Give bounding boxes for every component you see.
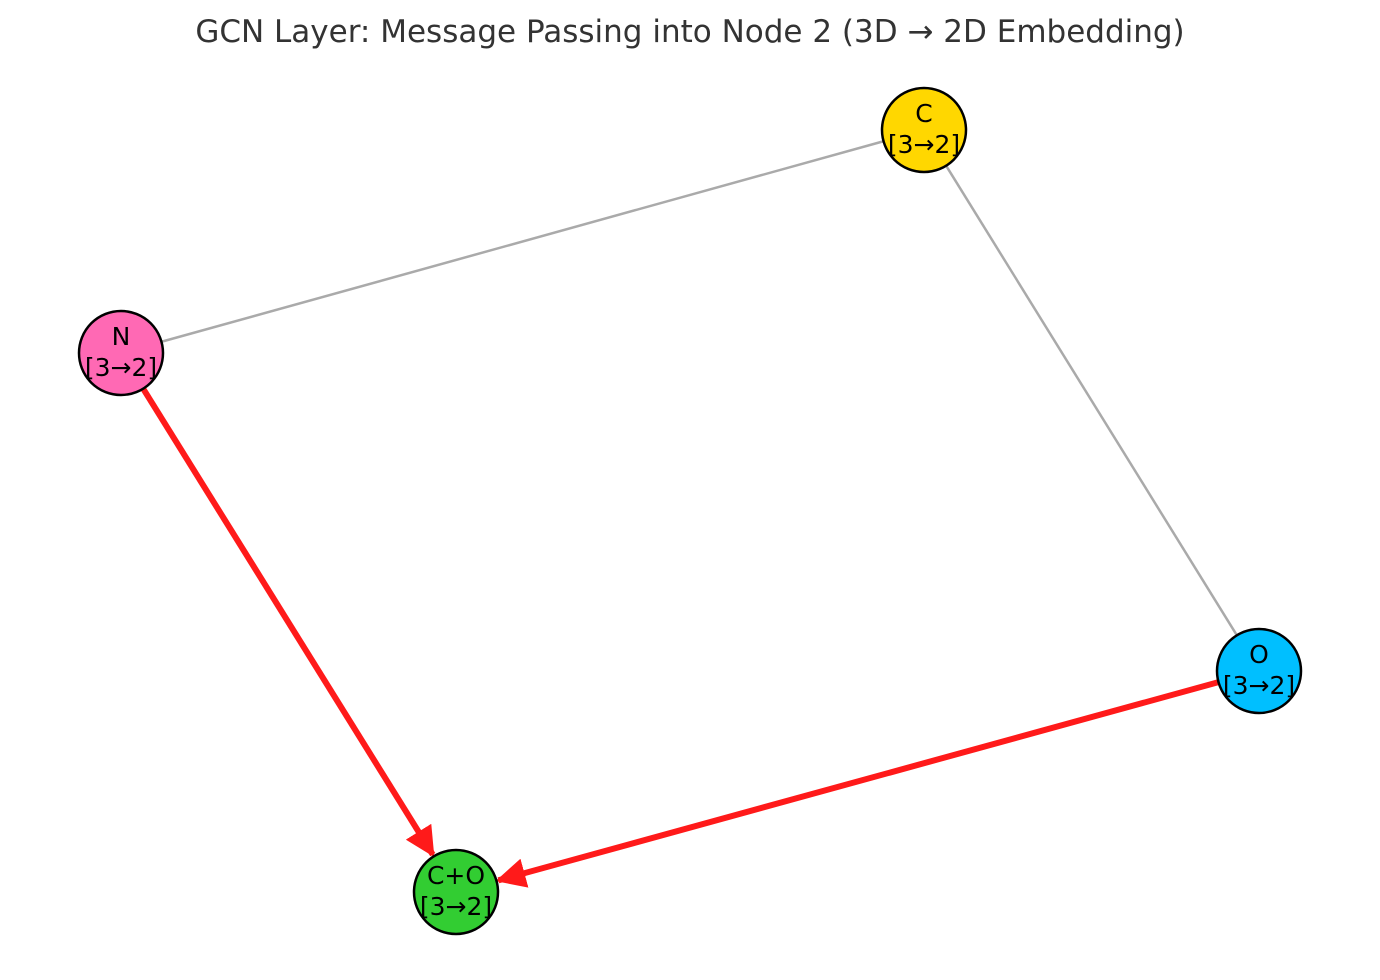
graph-node-n: N[3→2] (77, 309, 165, 397)
node-name-label: O (1249, 640, 1269, 669)
graph-node-c: C[3→2] (880, 86, 968, 174)
nodes-layer: C[3→2]N[3→2]O[3→2]C+O[3→2] (77, 86, 1303, 936)
node-name-label: C+O (427, 861, 485, 890)
diagram-title: GCN Layer: Message Passing into Node 2 (… (195, 14, 1185, 50)
neighbor-edge-n-c (161, 140, 884, 343)
node-circle (412, 848, 500, 936)
node-dims-label: [3→2] (420, 892, 492, 921)
node-name-label: C (915, 99, 932, 128)
graph-node-co: C+O[3→2] (412, 848, 500, 936)
node-circle (1215, 627, 1303, 715)
node-dims-label: [3→2] (85, 353, 157, 382)
node-circle (77, 309, 165, 397)
graph-node-o: O[3→2] (1215, 627, 1303, 715)
message-edge-n-to-co (140, 387, 436, 858)
edges-layer (140, 140, 1238, 888)
message-edge-o-to-co (495, 679, 1220, 888)
neighbor-edge-c-o (945, 165, 1238, 636)
node-name-label: N (112, 322, 131, 351)
node-dims-label: [3→2] (1223, 671, 1295, 700)
node-circle (880, 86, 968, 174)
node-dims-label: [3→2] (888, 130, 960, 159)
